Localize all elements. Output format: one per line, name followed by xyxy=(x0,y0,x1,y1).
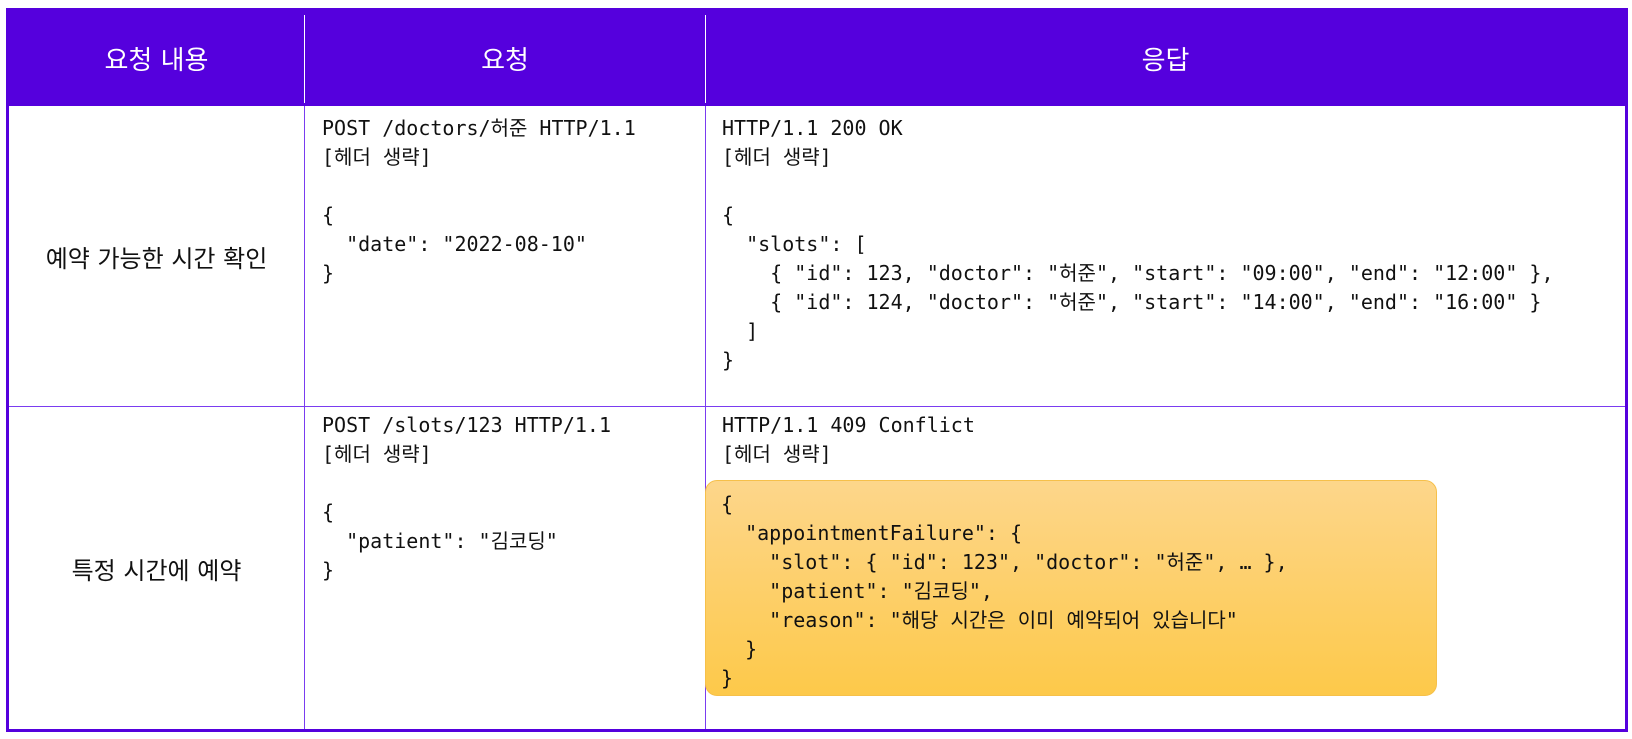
conflict-highlight-box: { "appointmentFailure": { "slot": { "id"… xyxy=(705,480,1437,696)
response-code: HTTP/1.1 200 OK [헤더 생략] { "slots": [ { "… xyxy=(722,116,1554,372)
header-response: 응답 xyxy=(1141,46,1190,76)
row-divider xyxy=(9,406,1625,407)
header-divider xyxy=(705,15,706,103)
row-label: 특정 시간에 예약 xyxy=(71,556,242,585)
column-divider xyxy=(705,106,706,729)
api-table: 요청 내용 요청 응답 예약 가능한 시간 확인 POST /doctors/허… xyxy=(6,8,1628,732)
row-label: 예약 가능한 시간 확인 xyxy=(45,244,268,273)
response-status: HTTP/1.1 409 Conflict [헤더 생략] xyxy=(722,413,975,466)
header-request: 요청 xyxy=(481,46,529,76)
header-divider xyxy=(304,15,305,103)
header-request-content: 요청 내용 xyxy=(104,46,209,76)
table-header: 요청 내용 요청 응답 xyxy=(9,11,1625,106)
request-code: POST /doctors/허준 HTTP/1.1 [헤더 생략] { "dat… xyxy=(322,116,636,285)
column-divider xyxy=(304,106,305,729)
request-code: POST /slots/123 HTTP/1.1 [헤더 생략] { "pati… xyxy=(322,413,611,582)
response-code: { "appointmentFailure": { "slot": { "id"… xyxy=(721,492,1288,690)
